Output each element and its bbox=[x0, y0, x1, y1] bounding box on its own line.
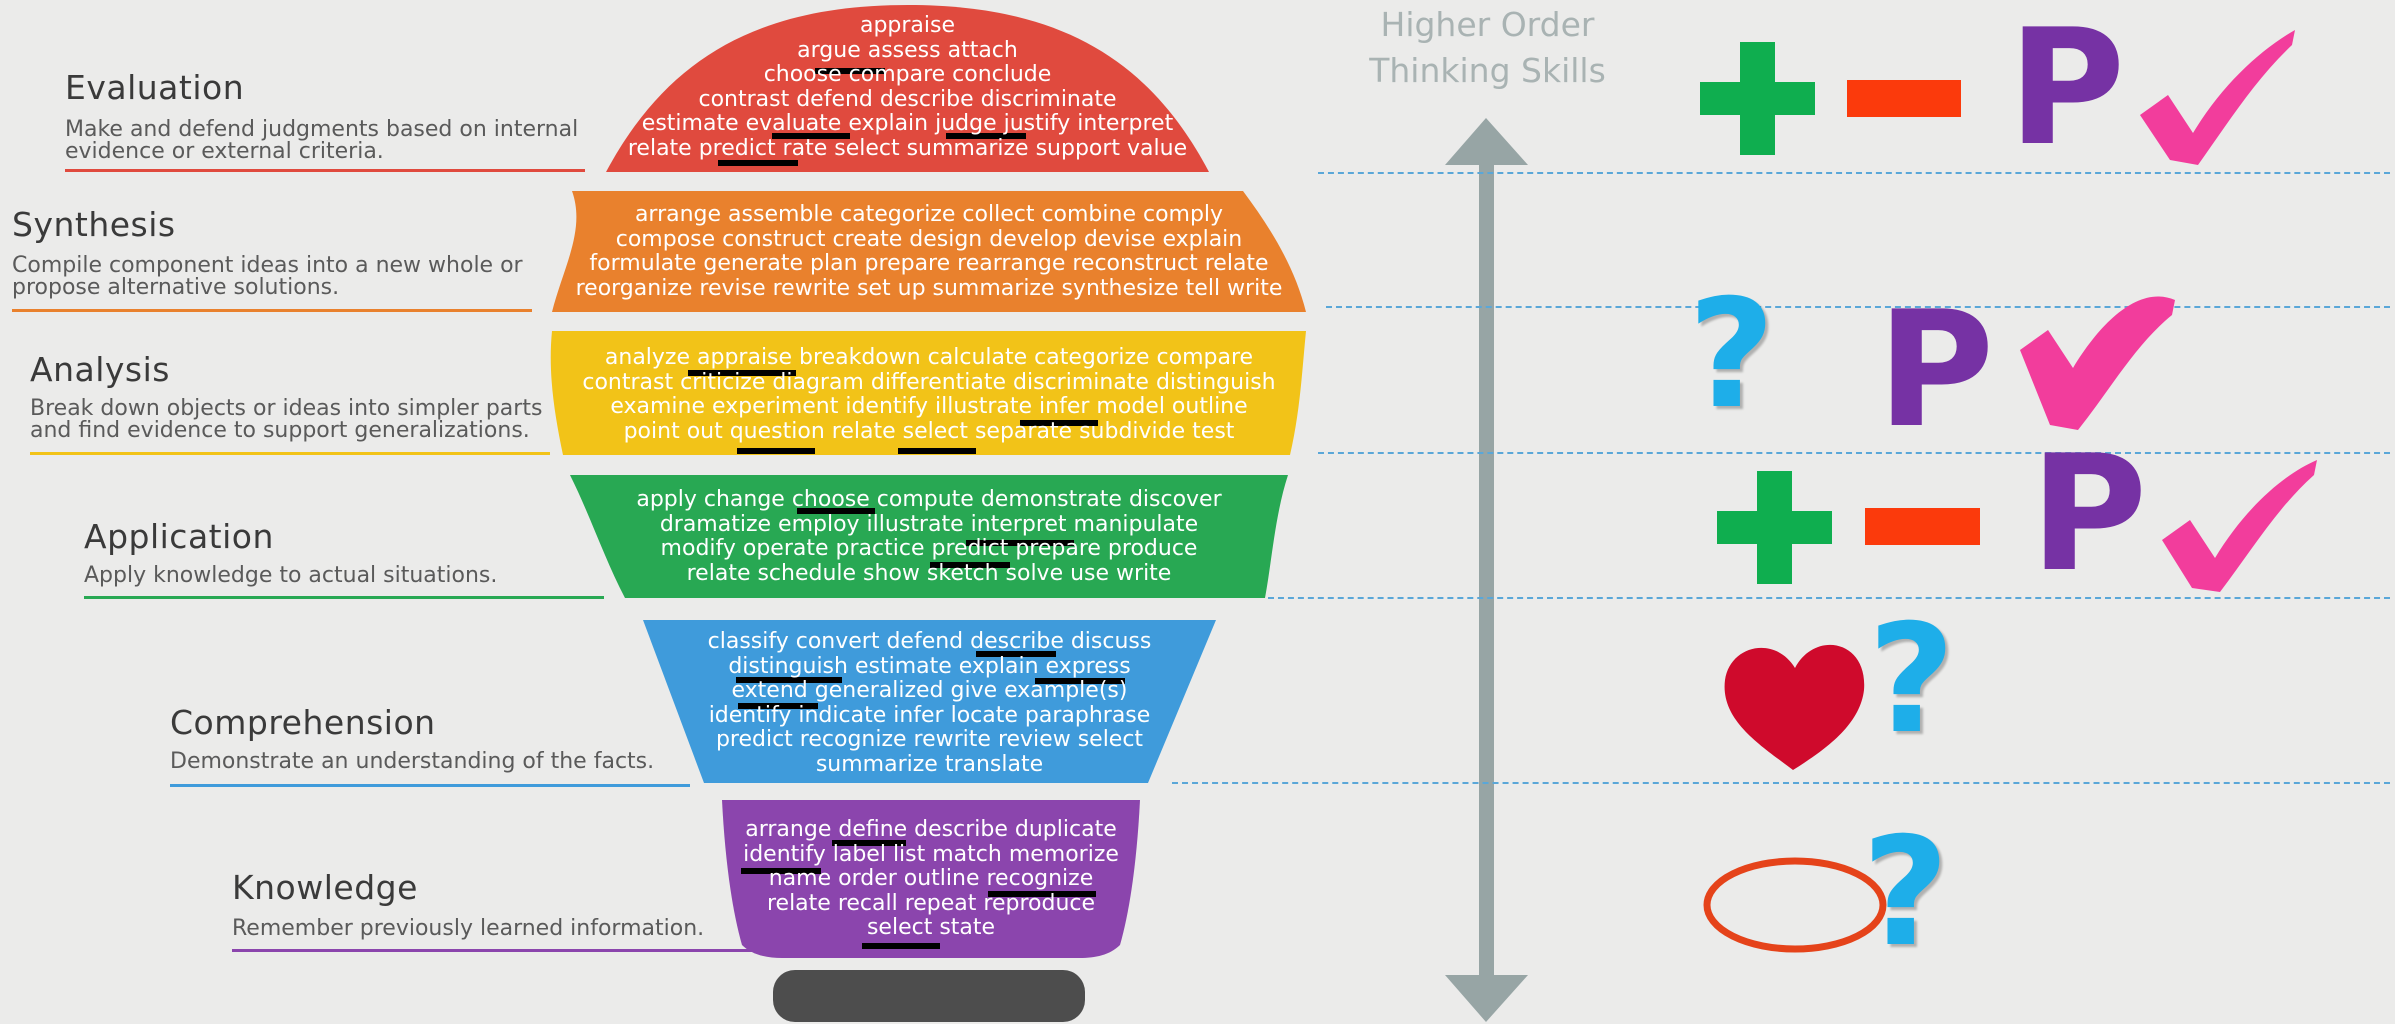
question-icon: ? bbox=[1868, 593, 1956, 767]
word-line: compose construct create design develop … bbox=[615, 226, 1243, 252]
heading-line: Thinking Skills bbox=[1369, 51, 1606, 90]
word-line: examine experiment identify illustrate i… bbox=[610, 394, 1248, 419]
word-line: summarize translate bbox=[815, 751, 1044, 777]
evaluation-words: appraise argue assess attach choose comp… bbox=[606, 13, 1209, 161]
desc-line: Remember previously learned information. bbox=[232, 916, 705, 941]
double-arrow-icon bbox=[1445, 118, 1528, 1022]
application-desc: Apply knowledge to actual situations. bbox=[84, 565, 497, 587]
synthesis-words: arrange assemble categorize collect comb… bbox=[552, 202, 1306, 301]
knowledge-rule bbox=[232, 949, 752, 952]
word-line: arrange define describe duplicate bbox=[745, 817, 1117, 842]
heading-line: Higher Order bbox=[1380, 5, 1595, 44]
word-line: contrast criticize diagram differentiate… bbox=[582, 369, 1276, 395]
dashed-separator bbox=[1318, 452, 2390, 454]
word-line: select state bbox=[866, 915, 996, 940]
word-line: contrast defend describe discriminate bbox=[698, 86, 1117, 112]
word-line: point out question relate select separat… bbox=[623, 418, 1235, 444]
question-icon: ? bbox=[1862, 806, 1950, 980]
evaluation-title: Evaluation bbox=[65, 68, 245, 107]
word-line: analyze appraise breakdown calculate cat… bbox=[604, 345, 1254, 370]
evaluation-band bbox=[606, 5, 1209, 172]
dashed-separator bbox=[1318, 172, 2390, 174]
desc-line: and find evidence to support generalizat… bbox=[30, 418, 530, 443]
word-line: reorganize revise rewrite set up summari… bbox=[575, 275, 1283, 301]
knowledge-words: arrange define describe duplicate identi… bbox=[722, 817, 1140, 941]
desc-line: Break down objects or ideas into simpler… bbox=[30, 396, 543, 421]
question-icon: ? bbox=[1688, 268, 1776, 442]
word-line: relate recall repeat reproduce bbox=[766, 890, 1096, 916]
comprehension-band bbox=[643, 620, 1216, 783]
word-line: choose compare conclude bbox=[763, 62, 1052, 87]
evaluation-rule bbox=[65, 169, 585, 172]
check-icon bbox=[2020, 296, 2175, 430]
knowledge-band bbox=[722, 800, 1140, 958]
word-line: relate schedule show sketch solve use wr… bbox=[686, 560, 1172, 586]
synthesis-rule bbox=[12, 309, 532, 312]
word-line: relate predict rate select summarize sup… bbox=[627, 135, 1188, 161]
comprehension-rule bbox=[170, 784, 690, 787]
comprehension-desc: Demonstrate an understanding of the fact… bbox=[170, 751, 654, 773]
word-line: estimate evaluate explain judge justify … bbox=[641, 111, 1174, 136]
evaluation-desc: Make and defend judgments based on inter… bbox=[65, 119, 578, 163]
plus-icon bbox=[1700, 42, 1815, 155]
dashed-separator bbox=[1172, 782, 2390, 784]
desc-line: Apply knowledge to actual situations. bbox=[84, 563, 498, 588]
bulb-base bbox=[773, 970, 1085, 1022]
desc-line: Demonstrate an understanding of the fact… bbox=[170, 749, 655, 774]
heart-icon bbox=[1724, 644, 1865, 770]
desc-line: evidence or external criteria. bbox=[65, 139, 384, 164]
desc-line: Make and defend judgments based on inter… bbox=[65, 117, 579, 142]
application-band bbox=[570, 475, 1288, 598]
comprehension-words: classify convert defend describe discuss… bbox=[643, 629, 1216, 777]
knowledge-desc: Remember previously learned information. bbox=[232, 918, 704, 940]
synthesis-title: Synthesis bbox=[12, 205, 176, 244]
dashed-separator bbox=[1326, 306, 2390, 308]
word-line: apply change choose compute demonstrate … bbox=[636, 487, 1222, 512]
application-title: Application bbox=[84, 517, 274, 556]
synthesis-band bbox=[552, 191, 1306, 312]
word-line: distinguish estimate explain express bbox=[728, 653, 1131, 679]
application-rule bbox=[84, 596, 604, 599]
word-line: extend generalized give example(s) bbox=[731, 678, 1128, 703]
ellipse-icon bbox=[1703, 857, 1887, 953]
word-line: identify indicate infer locate paraphras… bbox=[708, 702, 1151, 728]
application-words: apply change choose compute demonstrate … bbox=[570, 487, 1288, 586]
word-line: classify convert defend describe discuss bbox=[707, 629, 1152, 654]
desc-line: Compile component ideas into a new whole… bbox=[12, 253, 523, 278]
word-line: arrange assemble categorize collect comb… bbox=[634, 202, 1224, 227]
knowledge-title: Knowledge bbox=[232, 868, 418, 907]
word-line: identify label list match memorize bbox=[743, 841, 1119, 867]
word-line: appraise bbox=[859, 13, 956, 38]
analysis-words: analyze appraise breakdown calculate cat… bbox=[552, 345, 1306, 444]
analysis-desc: Break down objects or ideas into simpler… bbox=[30, 398, 542, 442]
analysis-band bbox=[550, 331, 1306, 455]
synthesis-desc: Compile component ideas into a new whole… bbox=[12, 255, 523, 299]
check-icon bbox=[2162, 460, 2317, 592]
dashed-separator bbox=[1268, 597, 2390, 599]
higher-order-heading: Higher Order Thinking Skills bbox=[1345, 2, 1630, 94]
analysis-rule bbox=[30, 452, 550, 455]
minus-icon bbox=[1847, 80, 1961, 117]
check-icon bbox=[2140, 30, 2295, 165]
word-line: predict recognize rewrite review select bbox=[715, 727, 1144, 752]
word-line: dramatize employ illustrate interpret ma… bbox=[659, 511, 1199, 537]
analysis-title: Analysis bbox=[30, 350, 170, 389]
word-line: formulate generate plan prepare rearrang… bbox=[589, 251, 1269, 276]
desc-line: propose alternative solutions. bbox=[12, 275, 340, 300]
plus-icon bbox=[1717, 471, 1832, 584]
p-letter-icon: P bbox=[2030, 420, 2148, 607]
p-letter-icon: P bbox=[1877, 276, 1995, 463]
word-line: argue assess attach bbox=[797, 37, 1018, 63]
comprehension-title: Comprehension bbox=[170, 703, 436, 742]
word-line: modify operate practice predict prepare … bbox=[660, 536, 1198, 561]
word-line: name order outline recognize bbox=[768, 866, 1094, 891]
minus-icon bbox=[1865, 508, 1980, 545]
p-letter-icon: P bbox=[2008, 0, 2126, 181]
